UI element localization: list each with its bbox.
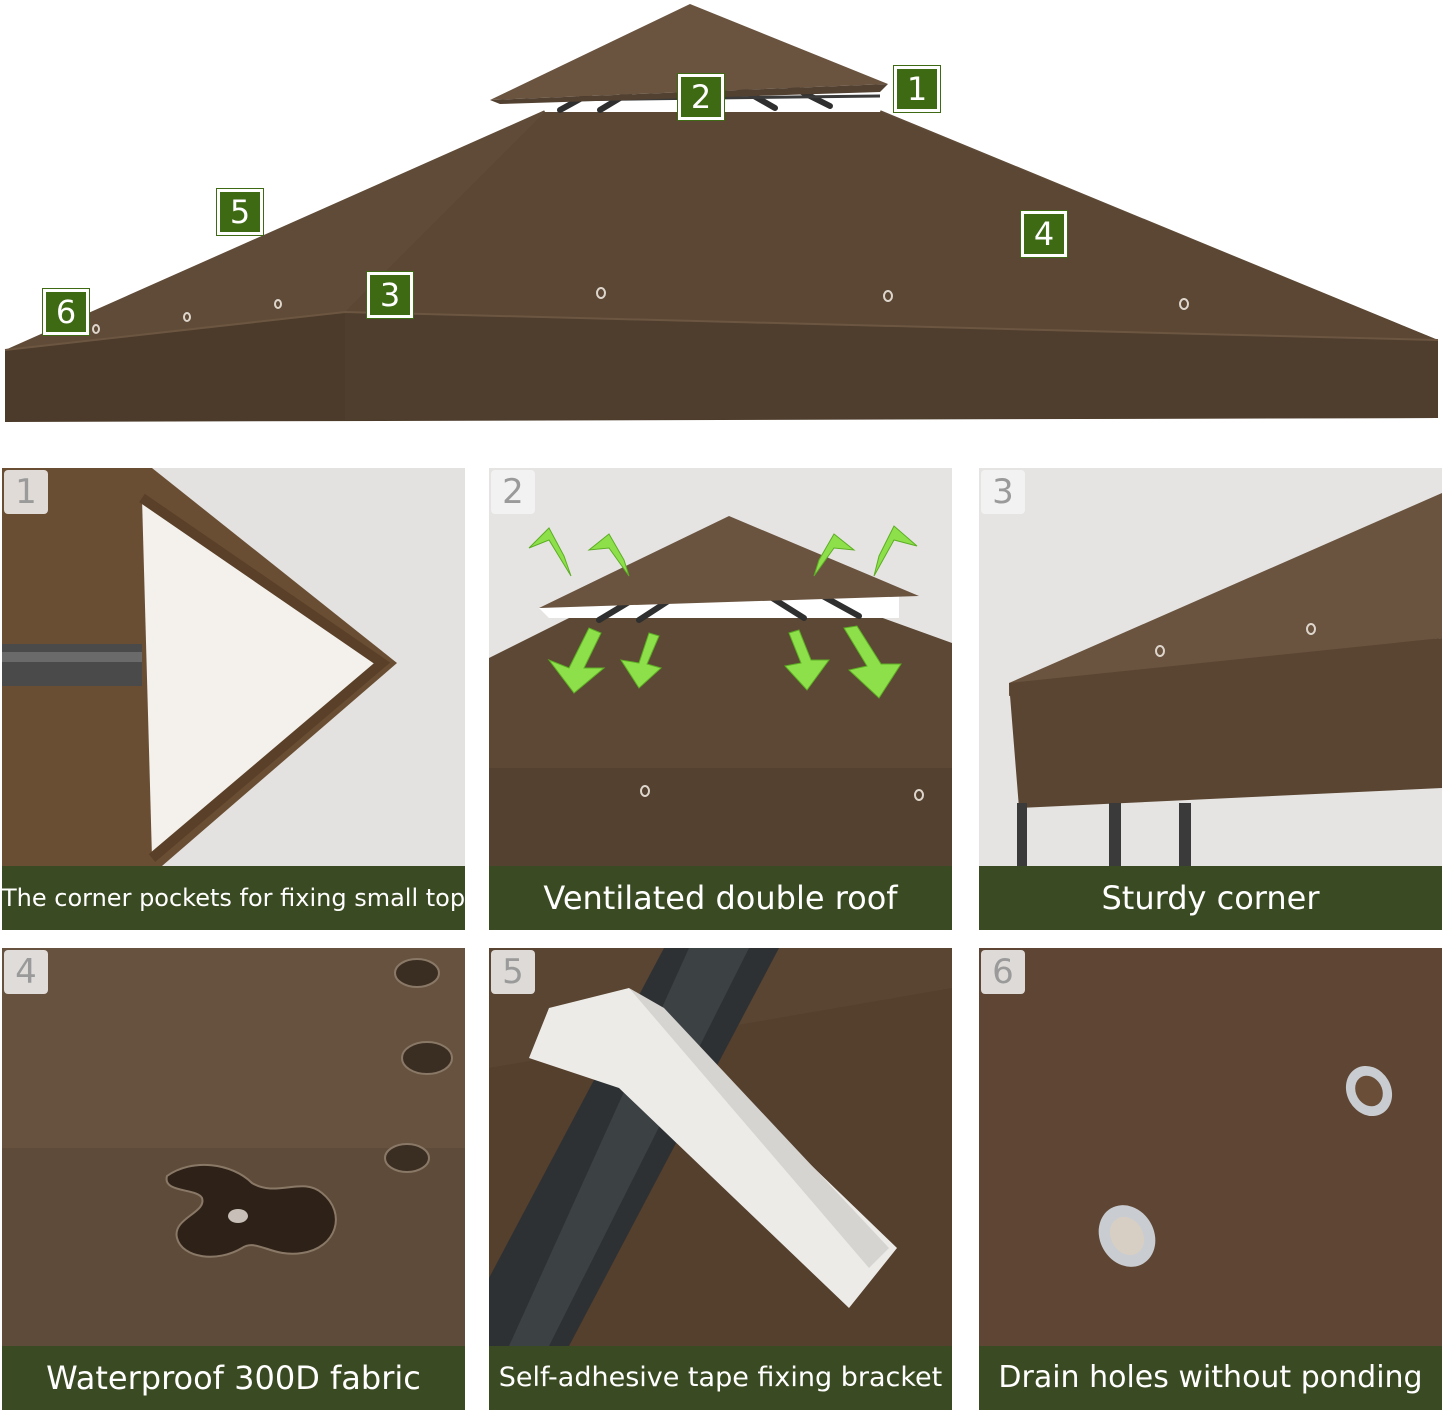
caption-waterproof-fabric: Waterproof 300D fabric	[2, 1346, 465, 1410]
detail-panel-drain-holes: 6 Drain holes without ponding	[979, 948, 1442, 1410]
detail-panel-waterproof-fabric: 4 Waterproof 300D fabric	[2, 948, 465, 1410]
sturdy-corner-image	[979, 468, 1442, 866]
panel-number-1: 1	[4, 470, 48, 514]
marker-5: 5	[217, 189, 263, 235]
detail-panel-ventilated-roof: 2 Ventilated double roof	[489, 468, 952, 930]
panel-number-4: 4	[4, 950, 48, 994]
caption-corner-pocket: The corner pockets for fixing small top	[2, 866, 465, 930]
panel-number-2: 2	[491, 470, 535, 514]
ventilated-roof-image	[489, 468, 952, 866]
canopy-drawing	[4, 4, 1439, 422]
panel-number-6: 6	[981, 950, 1025, 994]
marker-6: 6	[43, 289, 89, 335]
marker-4: 4	[1021, 211, 1067, 257]
detail-panel-adhesive-tape: 5 Self-adhesive tape fixing bracket	[489, 948, 952, 1410]
caption-ventilated-roof: Ventilated double roof	[489, 866, 952, 930]
waterproof-fabric-image	[2, 948, 465, 1346]
drain-holes-image	[979, 948, 1442, 1346]
caption-adhesive-tape: Self-adhesive tape fixing bracket	[489, 1346, 952, 1410]
caption-drain-holes: Drain holes without ponding	[979, 1346, 1442, 1410]
marker-2: 2	[678, 74, 724, 120]
marker-1: 1	[894, 66, 940, 112]
panel-number-5: 5	[491, 950, 535, 994]
panel-number-3: 3	[981, 470, 1025, 514]
caption-sturdy-corner: Sturdy corner	[979, 866, 1442, 930]
adhesive-tape-image	[489, 948, 952, 1346]
corner-pocket-image	[2, 468, 465, 866]
detail-panel-sturdy-corner: 3 Sturdy corner	[979, 468, 1442, 930]
marker-3: 3	[367, 272, 413, 318]
canopy-illustration: 1 2 3 4 5 6	[0, 0, 1445, 430]
detail-panel-corner-pocket: 1 The corner pockets for fixing small to…	[2, 468, 465, 930]
